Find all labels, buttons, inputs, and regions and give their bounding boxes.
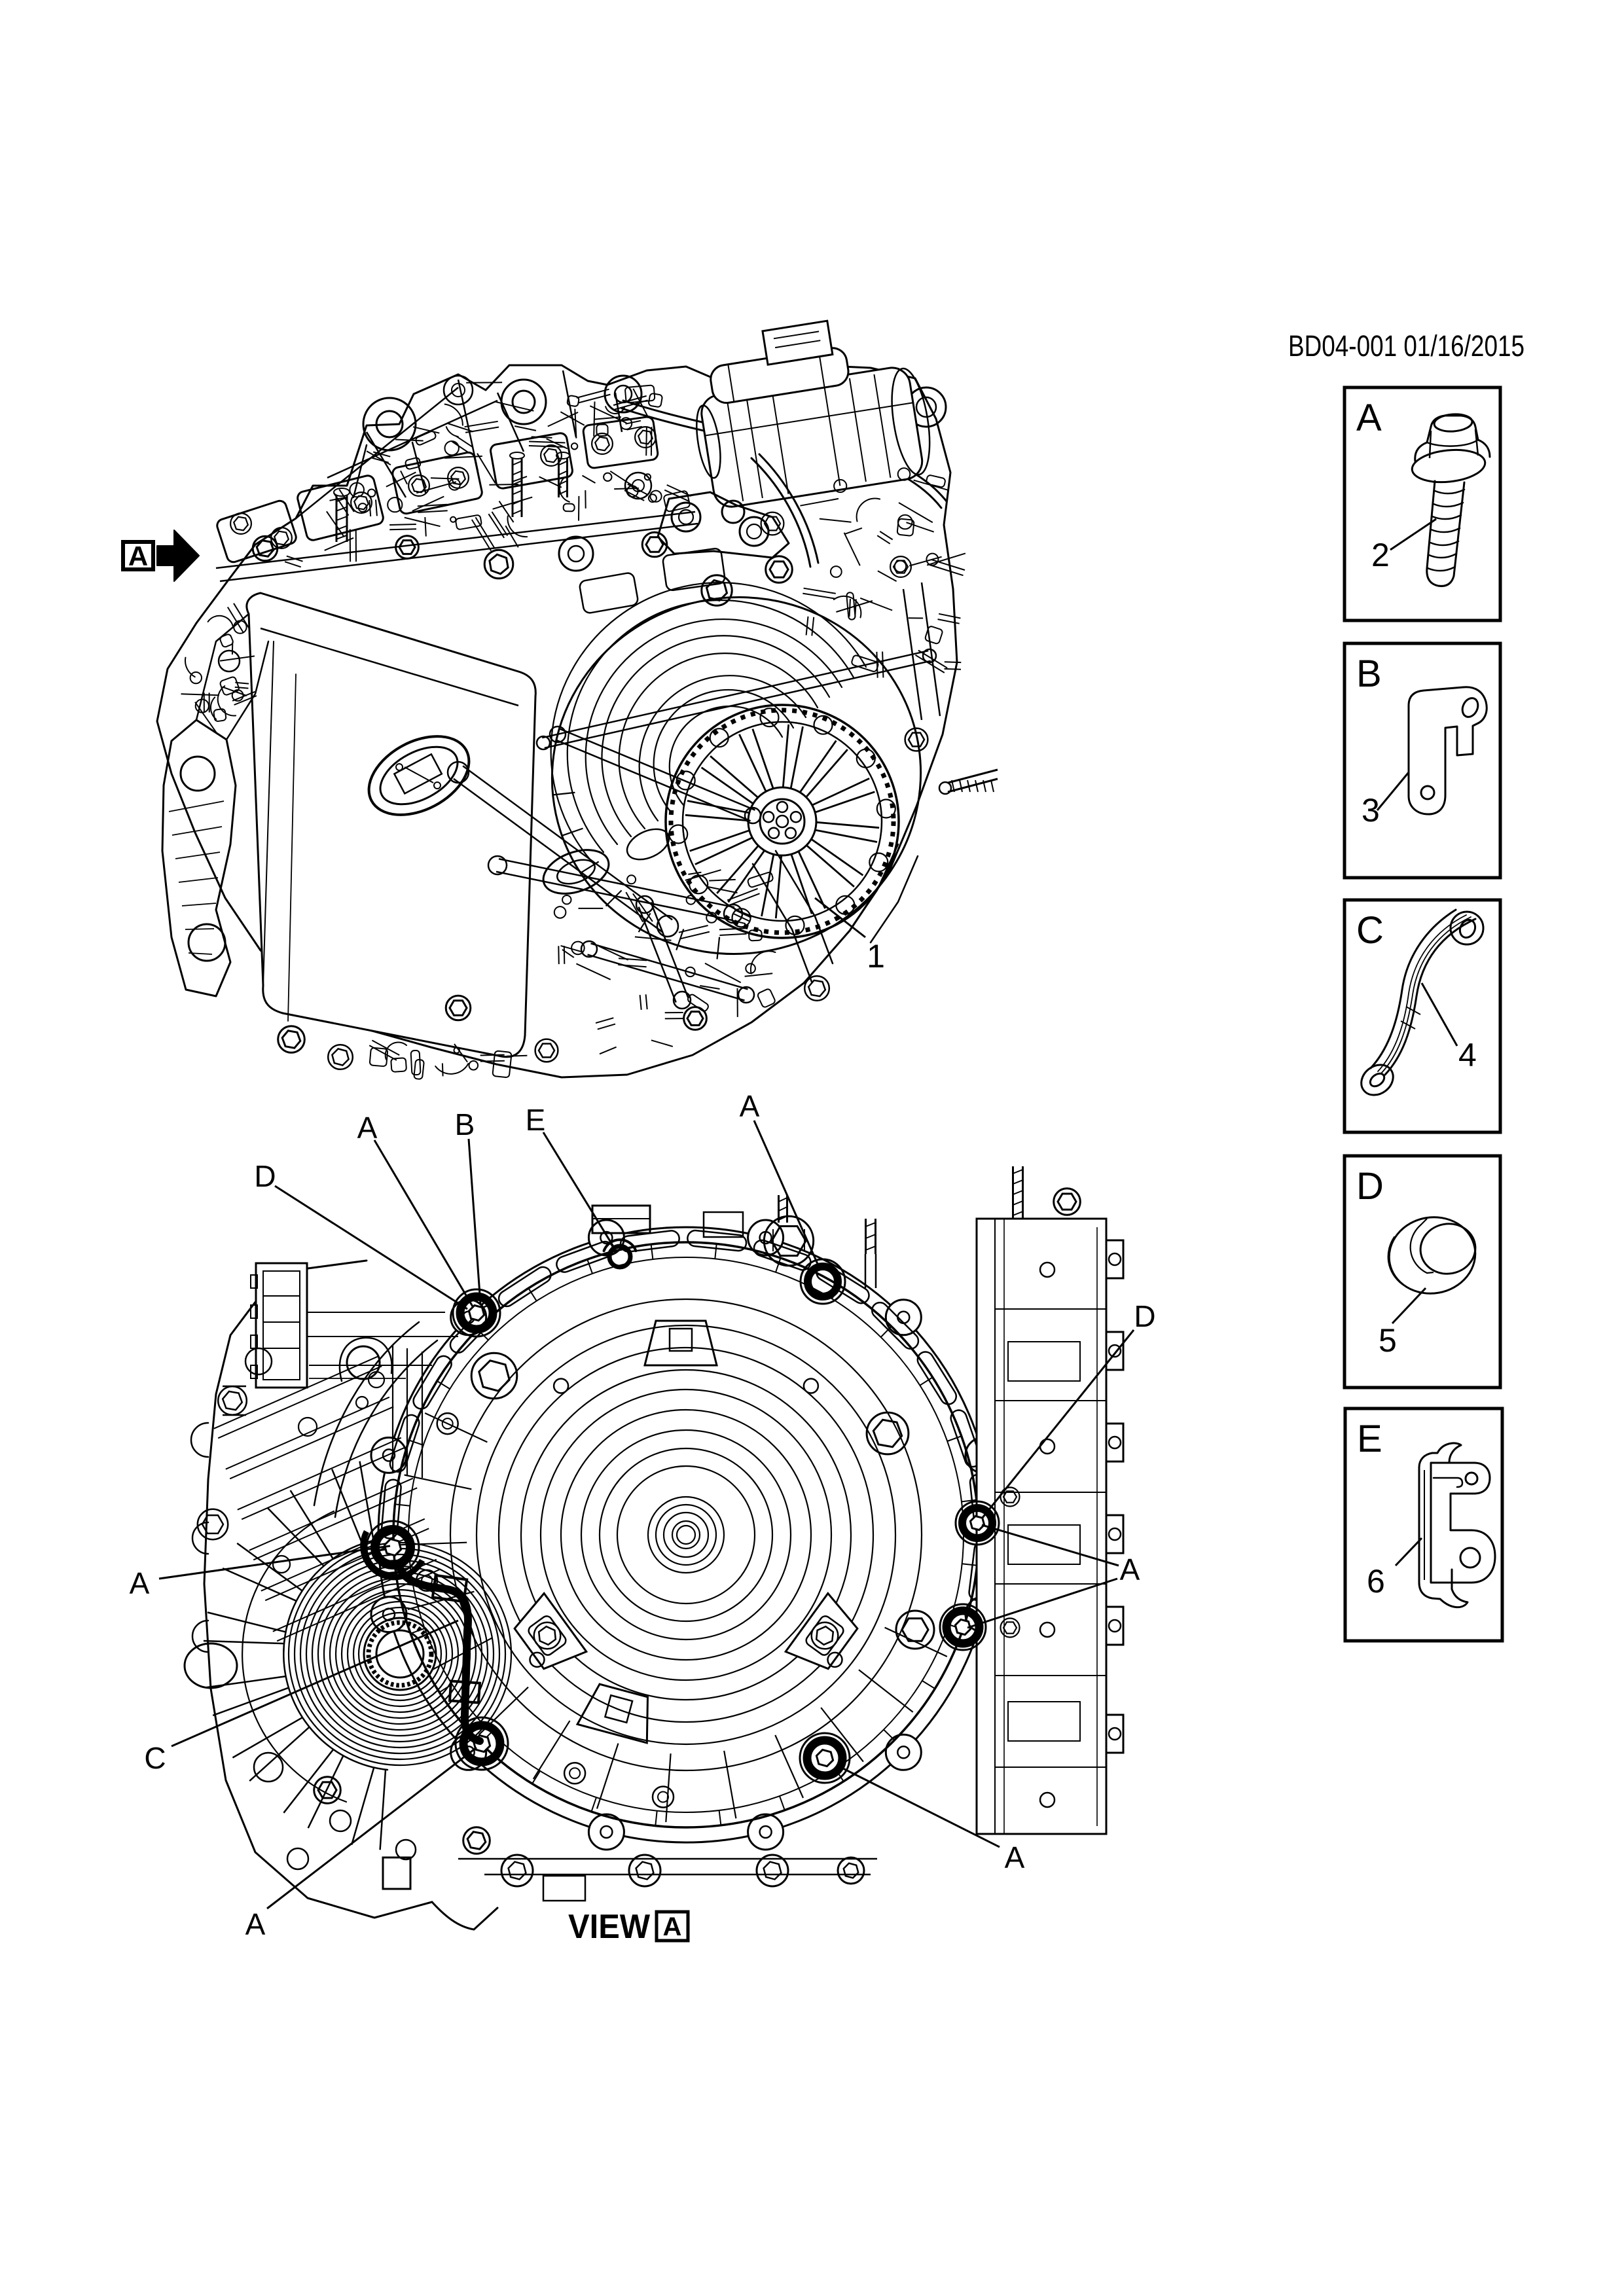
svg-text:E: E <box>1357 1418 1382 1460</box>
svg-text:A: A <box>130 1566 150 1600</box>
svg-text:A: A <box>128 541 148 571</box>
svg-text:B: B <box>455 1107 475 1141</box>
svg-text:3: 3 <box>1362 792 1380 829</box>
svg-text:E: E <box>526 1103 546 1137</box>
svg-text:A: A <box>663 1912 682 1941</box>
svg-text:6: 6 <box>1367 1563 1385 1600</box>
svg-text:B: B <box>1356 653 1382 695</box>
svg-text:A: A <box>357 1111 378 1145</box>
svg-text:D: D <box>1356 1165 1384 1208</box>
svg-text:5: 5 <box>1379 1322 1397 1359</box>
svg-text:D: D <box>254 1159 276 1193</box>
svg-text:A: A <box>1356 397 1382 439</box>
svg-text:C: C <box>1356 909 1384 952</box>
svg-text:BD04-001 01/16/2015: BD04-001 01/16/2015 <box>1288 329 1525 363</box>
svg-text:D: D <box>1134 1299 1155 1333</box>
svg-text:A: A <box>1120 1552 1140 1587</box>
svg-text:A: A <box>1005 1840 1025 1874</box>
svg-text:C: C <box>144 1741 166 1775</box>
svg-text:4: 4 <box>1458 1037 1477 1073</box>
svg-text:A: A <box>245 1907 266 1941</box>
svg-text:VIEW: VIEW <box>568 1908 651 1946</box>
svg-text:1: 1 <box>867 938 885 975</box>
svg-text:2: 2 <box>1371 537 1390 573</box>
svg-text:A: A <box>740 1089 760 1123</box>
